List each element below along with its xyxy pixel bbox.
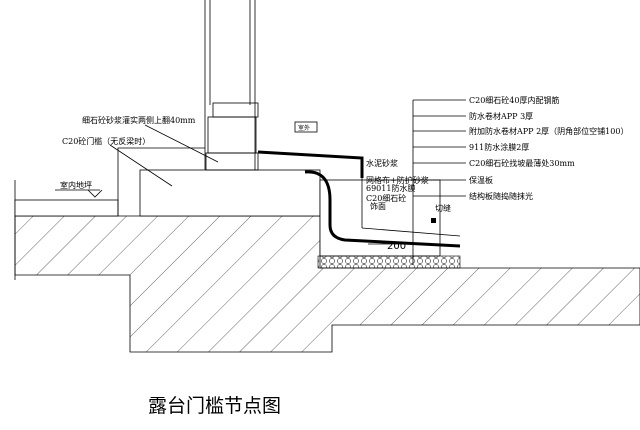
label-structure: 结构板随捣随抹光 bbox=[469, 191, 533, 201]
label-911: 911防水涂膜2厚 bbox=[469, 142, 529, 152]
label-mortar: 水泥砂浆 bbox=[366, 158, 398, 168]
indoor-screed bbox=[14, 199, 119, 217]
label-c20: C20细石砼 bbox=[366, 193, 406, 203]
label-insulation: 保温板 bbox=[469, 175, 493, 185]
cut-joint-marker bbox=[431, 218, 436, 223]
right-labels: C20细石砼40厚内配钢筋 防水卷材APP 3厚 附加防水卷材APP 2厚（阴角… bbox=[469, 95, 628, 201]
label-slope: C20细石砼找坡最薄处30mm bbox=[469, 158, 575, 168]
gravel-layer bbox=[317, 255, 461, 269]
label-c20-top: C20细石砼40厚内配钢筋 bbox=[469, 95, 559, 105]
label-finish: 饰面 bbox=[370, 201, 386, 211]
dimension-200: 200 bbox=[387, 241, 406, 252]
concrete-sill bbox=[139, 169, 321, 217]
label-app3: 防水卷材APP 3厚 bbox=[469, 111, 533, 121]
label-app2: 附加防水卷材APP 2厚（阴角部位空铺100） bbox=[469, 126, 628, 136]
label-indoor-floor: 室内地坪 bbox=[60, 180, 92, 190]
label-sill: C20砼门槛（无反梁时） bbox=[62, 136, 150, 146]
drawing-title: 露台门槛节点图 bbox=[148, 395, 281, 417]
label-grout: 细石砼砂浆灌实两侧上翻40mm bbox=[82, 115, 196, 125]
right-leaders bbox=[413, 99, 466, 197]
label-membrane: 69011防水膜 bbox=[366, 183, 415, 193]
door-frame bbox=[204, 0, 259, 171]
label-cut: 切缝 bbox=[435, 203, 451, 213]
label-outdoor: 室外 bbox=[298, 124, 310, 132]
label-mesh: 网格布+防护砂浆 bbox=[366, 175, 429, 185]
